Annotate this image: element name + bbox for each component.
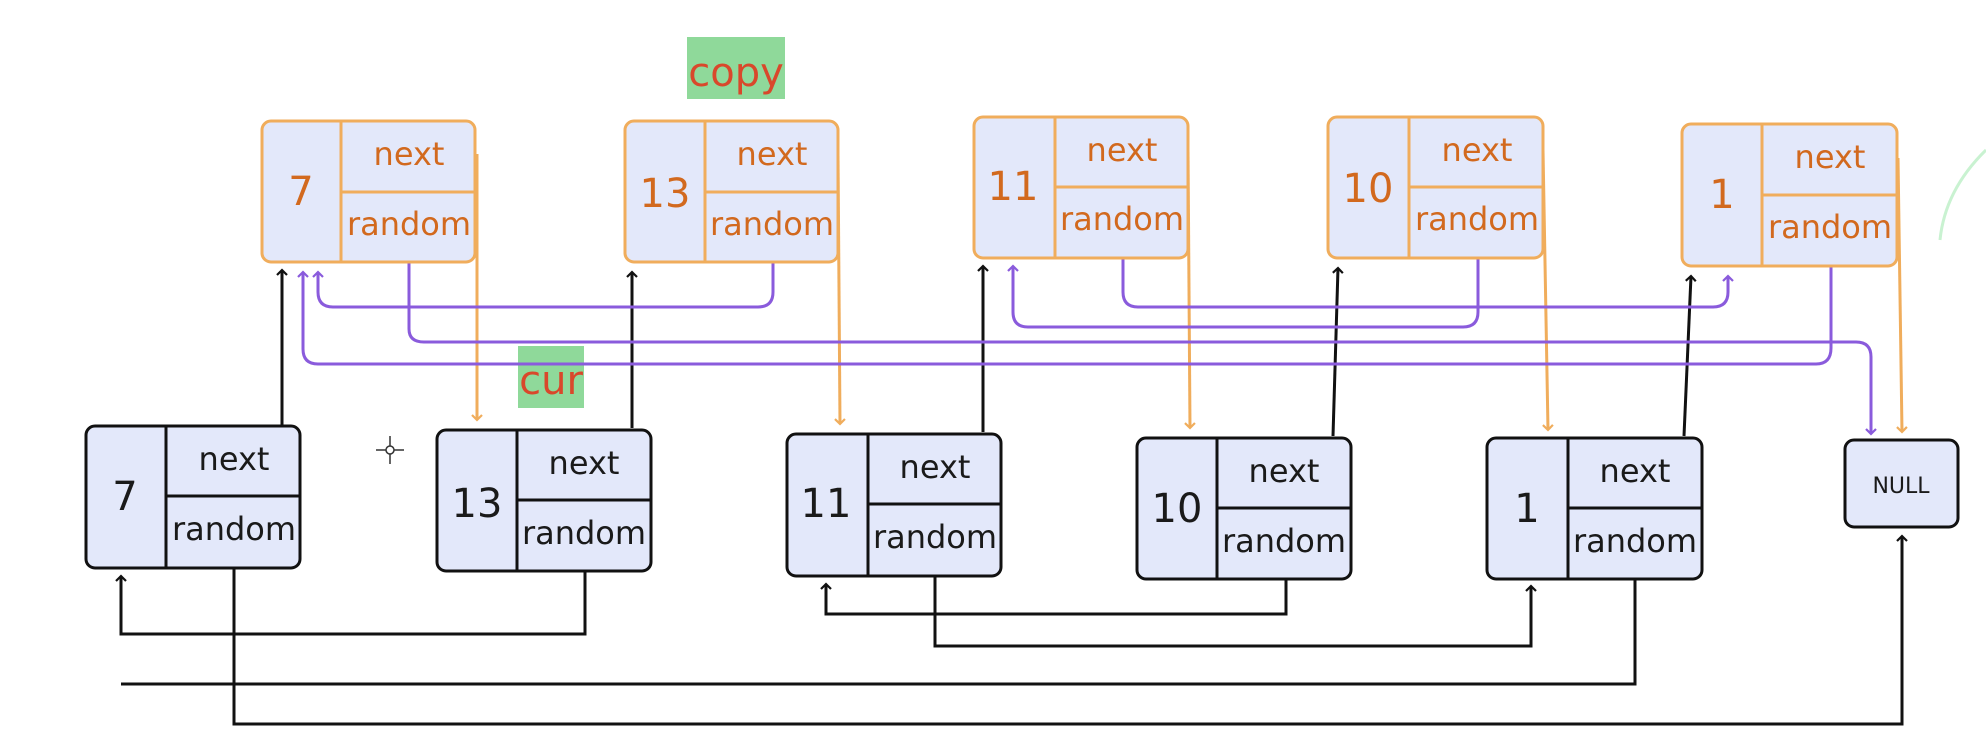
random-field-label: random bbox=[1768, 208, 1892, 246]
random-field-label: random bbox=[1573, 522, 1697, 560]
next-field-label: next bbox=[1795, 138, 1866, 176]
copy-node-5: 1 next random bbox=[1680, 122, 1899, 268]
original-node-4: 10 next random bbox=[1135, 436, 1353, 581]
node-value: 10 bbox=[1152, 486, 1203, 532]
random-link-copy-13 bbox=[312, 252, 775, 309]
node-value: 7 bbox=[288, 169, 313, 215]
cur-label: cur bbox=[518, 346, 584, 408]
random-link-copy-10 bbox=[1007, 248, 1480, 329]
random-link-orig-11 bbox=[933, 566, 1537, 648]
next-field-label: next bbox=[1442, 131, 1513, 169]
copy-label-text: copy bbox=[688, 50, 784, 96]
next-link-orig-10 bbox=[1331, 266, 1344, 437]
node-value: 11 bbox=[801, 481, 852, 527]
original-node-2: 13 next random bbox=[435, 428, 653, 573]
original-node-1: 7 next random bbox=[84, 424, 302, 570]
random-link-orig-13 bbox=[115, 562, 587, 636]
original-next-links bbox=[276, 264, 1697, 462]
next-field-label: next bbox=[1087, 131, 1158, 169]
random-link-orig-10 bbox=[820, 572, 1288, 616]
random-link-orig-1 bbox=[121, 572, 1637, 686]
cur-label-text: cur bbox=[519, 358, 583, 404]
random-link-copy-11 bbox=[1121, 248, 1734, 309]
crosshair-cursor-icon bbox=[376, 436, 404, 464]
next-link-orig-1 bbox=[1682, 274, 1697, 437]
null-node-label: NULL bbox=[1872, 474, 1930, 499]
next-field-label: next bbox=[737, 135, 808, 173]
random-field-label: random bbox=[1222, 522, 1346, 560]
next-link-copy-1 bbox=[1896, 157, 1908, 434]
node-value: 1 bbox=[1709, 172, 1734, 218]
decorative-arc bbox=[1938, 148, 1986, 241]
node-value: 7 bbox=[112, 474, 137, 520]
random-field-label: random bbox=[522, 514, 646, 552]
random-field-label: random bbox=[873, 518, 997, 556]
node-value: 11 bbox=[988, 164, 1039, 210]
random-field-label: random bbox=[710, 205, 834, 243]
next-field-label: next bbox=[1249, 452, 1320, 490]
node-value: 13 bbox=[640, 171, 691, 217]
random-link-orig-7 bbox=[232, 534, 1908, 726]
copy-node-1: 7 next random bbox=[260, 119, 477, 264]
next-field-label: next bbox=[199, 440, 270, 478]
next-field-label: next bbox=[549, 444, 620, 482]
node-value: 10 bbox=[1343, 166, 1394, 212]
random-field-label: random bbox=[172, 510, 296, 548]
random-link-copy-7 bbox=[407, 252, 1877, 436]
node-value: 13 bbox=[452, 481, 503, 527]
next-field-label: next bbox=[1600, 452, 1671, 490]
original-node-5: 1 next random bbox=[1485, 436, 1704, 581]
random-field-label: random bbox=[1060, 200, 1184, 238]
null-node: NULL bbox=[1843, 438, 1960, 529]
original-random-links bbox=[115, 534, 1908, 726]
random-field-label: random bbox=[1415, 200, 1539, 238]
random-link-copy-1 bbox=[297, 258, 1833, 366]
random-field-label: random bbox=[347, 205, 471, 243]
next-field-label: next bbox=[374, 135, 445, 173]
node-value: 1 bbox=[1514, 486, 1539, 532]
copy-node-3: 11 next random bbox=[972, 115, 1190, 260]
copy-random-links bbox=[297, 248, 1877, 436]
copy-node-2: 13 next random bbox=[623, 119, 840, 264]
original-node-3: 11 next random bbox=[785, 432, 1003, 578]
copy-node-4: 10 next random bbox=[1326, 115, 1545, 260]
copy-label: copy bbox=[687, 37, 785, 99]
next-field-label: next bbox=[900, 448, 971, 486]
